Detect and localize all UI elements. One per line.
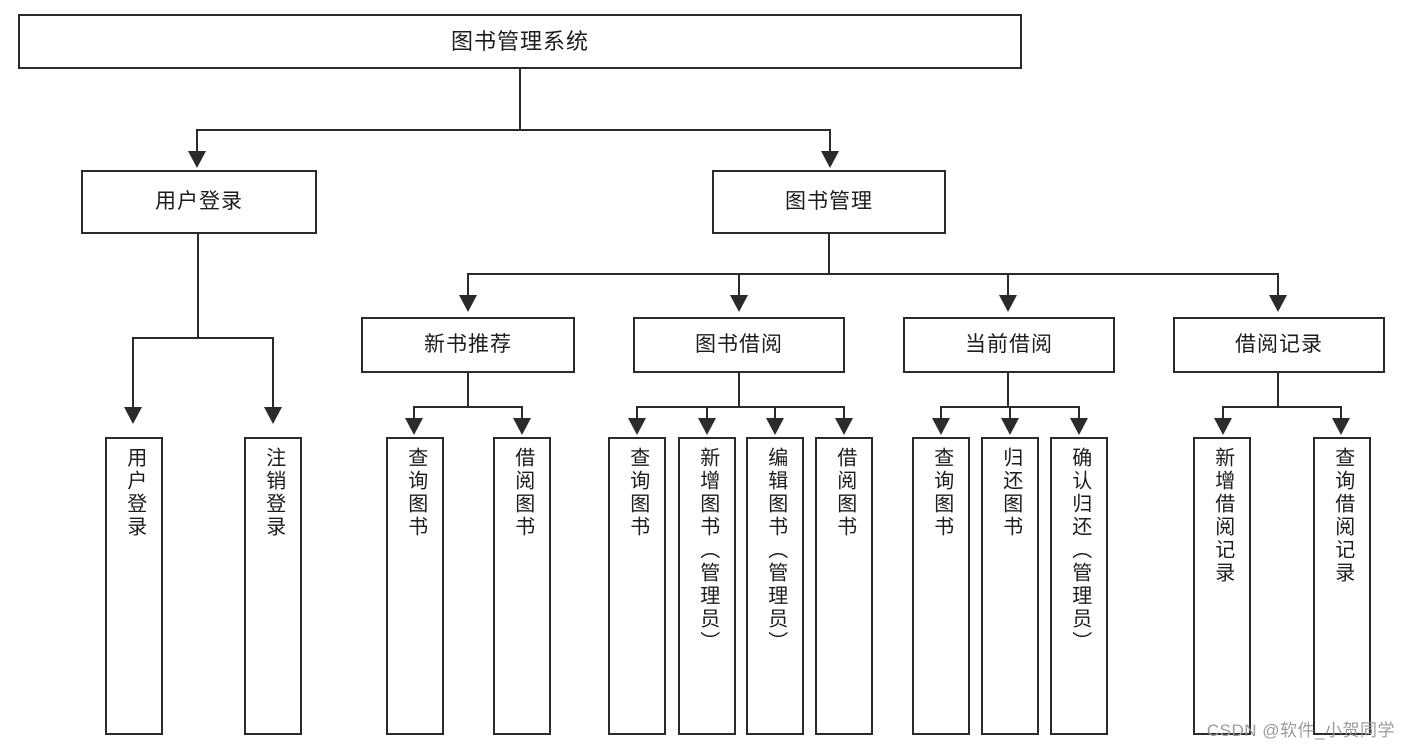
node-label: 借阅图书 <box>511 447 534 539</box>
node-label: 查询借阅记录 <box>1331 447 1354 585</box>
leaf-add-record[interactable]: 新增借阅记录 <box>1193 437 1251 735</box>
leaf-query-book-3[interactable]: 查询图书 <box>912 437 970 735</box>
connector-borrow-stem <box>738 373 740 407</box>
connector-level3-drop-4 <box>1277 273 1279 297</box>
arrow-to-new-book-recommend <box>459 295 477 312</box>
connector-root-stem <box>519 69 521 130</box>
leaf-query-book-1[interactable]: 查询图书 <box>386 437 444 735</box>
connector-user-login-bus <box>132 337 273 339</box>
leaf-query-book-2[interactable]: 查询图书 <box>608 437 666 735</box>
leaf-edit-book[interactable]: 编辑图书（管理员） <box>746 437 804 735</box>
node-label: 确认归还（管理员） <box>1068 447 1091 654</box>
connector-current-drop-3 <box>1078 406 1080 420</box>
connector-level3-drop-2 <box>738 273 740 297</box>
connector-borrow-drop-4 <box>843 406 845 420</box>
leaf-add-book[interactable]: 新增图书（管理员） <box>678 437 736 735</box>
node-label: 借阅记录 <box>1235 332 1323 356</box>
arrow-to-user-login <box>188 151 206 168</box>
arrow-to-leaf-query-record <box>1332 418 1350 435</box>
arrow-to-leaf-user-login <box>124 407 142 424</box>
connector-borrow-drop-3 <box>774 406 776 420</box>
connector-record-bus <box>1222 406 1342 408</box>
arrow-to-leaf-edit-book <box>766 418 784 435</box>
leaf-logout[interactable]: 注销登录 <box>244 437 302 735</box>
connector-level3-drop-3 <box>1007 273 1009 297</box>
connector-current-stem <box>1007 373 1009 407</box>
node-borrow-record[interactable]: 借阅记录 <box>1173 317 1385 373</box>
leaf-return-book[interactable]: 归还图书 <box>981 437 1039 735</box>
node-label: 新增图书（管理员） <box>696 447 719 654</box>
connector-record-drop-1 <box>1222 406 1224 420</box>
node-book-manage[interactable]: 图书管理 <box>712 170 946 234</box>
arrow-to-leaf-add-record <box>1214 418 1232 435</box>
node-label: 查询图书 <box>404 447 427 539</box>
node-label: 用户登录 <box>123 447 146 539</box>
arrow-to-leaf-borrow-book-1 <box>513 418 531 435</box>
connector-recommend-drop-2 <box>521 406 523 420</box>
node-label: 注销登录 <box>262 447 285 539</box>
node-label: 当前借阅 <box>965 332 1053 356</box>
connector-borrow-drop-2 <box>706 406 708 420</box>
connector-borrow-drop-1 <box>636 406 638 420</box>
arrow-to-current-borrow <box>999 295 1017 312</box>
leaf-user-login[interactable]: 用户登录 <box>105 437 163 735</box>
node-label: 查询图书 <box>930 447 953 539</box>
arrow-to-leaf-query-book-1 <box>405 418 423 435</box>
node-root-system[interactable]: 图书管理系统 <box>18 14 1022 69</box>
node-label: 新书推荐 <box>424 332 512 356</box>
arrow-to-leaf-query-book-3 <box>932 418 950 435</box>
connector-user-login-stem <box>197 234 199 338</box>
arrow-to-leaf-logout <box>264 407 282 424</box>
arrow-to-leaf-query-book-2 <box>628 418 646 435</box>
node-label: 图书管理系统 <box>450 28 589 54</box>
arrow-to-book-manage <box>821 151 839 168</box>
connector-recommend-bus <box>413 406 523 408</box>
connector-level2-bus <box>196 129 830 131</box>
connector-level2-drop-1 <box>196 129 198 153</box>
node-book-borrow[interactable]: 图书借阅 <box>633 317 845 373</box>
connector-level3-drop-1 <box>467 273 469 297</box>
connector-current-drop-1 <box>940 406 942 420</box>
connector-user-login-drop-2 <box>272 337 274 409</box>
leaf-confirm-return[interactable]: 确认归还（管理员） <box>1050 437 1108 735</box>
arrow-to-leaf-confirm-return <box>1070 418 1088 435</box>
leaf-query-record[interactable]: 查询借阅记录 <box>1313 437 1371 735</box>
connector-recommend-stem <box>467 373 469 407</box>
node-current-borrow[interactable]: 当前借阅 <box>903 317 1115 373</box>
arrow-to-leaf-borrow-book-2 <box>835 418 853 435</box>
connector-borrow-bus <box>636 406 844 408</box>
arrow-to-borrow-record <box>1269 295 1287 312</box>
connector-record-stem <box>1277 373 1279 407</box>
node-new-book-recommend[interactable]: 新书推荐 <box>361 317 575 373</box>
connector-level3-bus <box>467 273 1278 275</box>
arrow-to-book-borrow <box>730 295 748 312</box>
connector-recommend-drop-1 <box>413 406 415 420</box>
node-label: 新增借阅记录 <box>1211 447 1234 585</box>
node-label: 归还图书 <box>999 447 1022 539</box>
node-label: 用户登录 <box>155 189 243 213</box>
leaf-borrow-book-2[interactable]: 借阅图书 <box>815 437 873 735</box>
arrow-to-leaf-add-book <box>698 418 716 435</box>
node-label: 编辑图书（管理员） <box>764 447 787 654</box>
node-user-login[interactable]: 用户登录 <box>81 170 317 234</box>
connector-user-login-drop-1 <box>132 337 134 409</box>
connector-book-manage-stem <box>828 234 830 274</box>
csdn-watermark: CSDN @软件_小贺同学 <box>1206 721 1395 740</box>
connector-level2-drop-2 <box>829 129 831 153</box>
connector-record-drop-2 <box>1340 406 1342 420</box>
arrow-to-leaf-return-book <box>1001 418 1019 435</box>
node-label: 图书借阅 <box>695 332 783 356</box>
leaf-borrow-book-1[interactable]: 借阅图书 <box>493 437 551 735</box>
node-label: 图书管理 <box>785 189 873 213</box>
node-label: 查询图书 <box>626 447 649 539</box>
connector-current-drop-2 <box>1009 406 1011 420</box>
node-label: 借阅图书 <box>833 447 856 539</box>
